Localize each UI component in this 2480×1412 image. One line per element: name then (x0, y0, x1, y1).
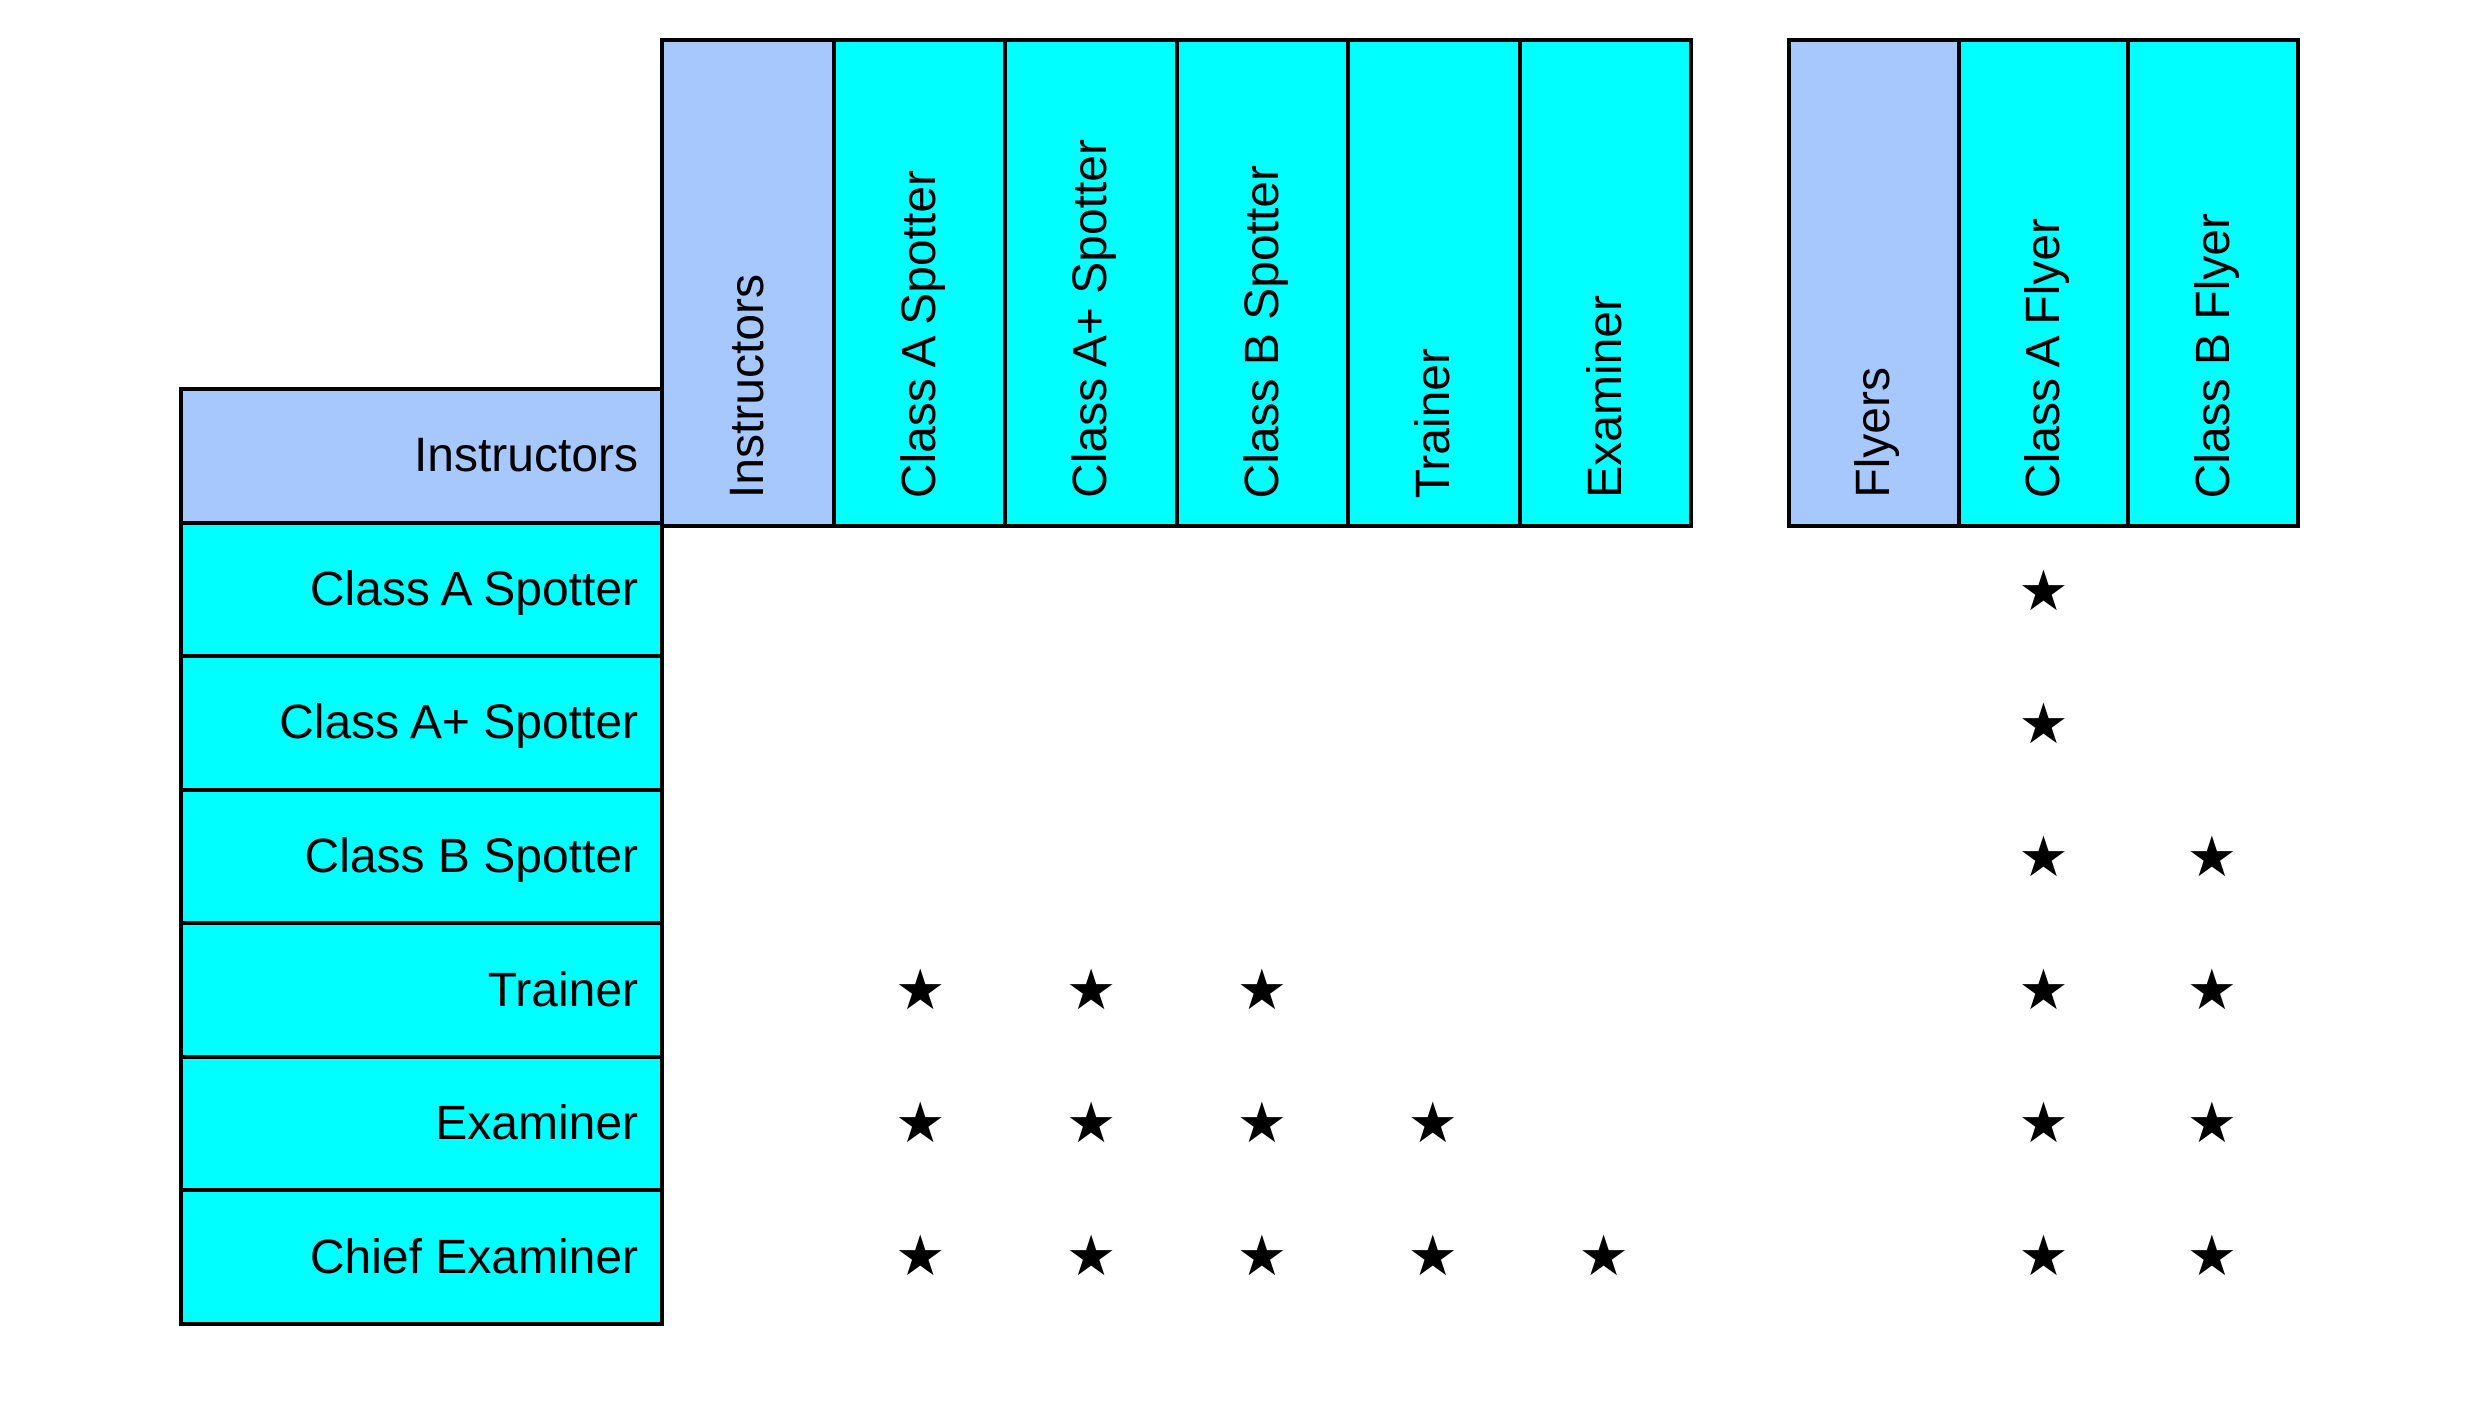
star-mark: ★ (1407, 1223, 1458, 1287)
star-mark: ★ (2186, 1090, 2237, 1154)
star-mark: ★ (2018, 558, 2069, 622)
star-mark: ★ (2186, 957, 2237, 1021)
star-mark: ★ (1065, 957, 1117, 1021)
star-mark: ★ (1065, 1090, 1117, 1154)
row-label-trainer: Trainer (183, 921, 660, 1055)
row-label-class-b-spotter: Class B Spotter (183, 787, 660, 922)
star-mark: ★ (895, 957, 946, 1021)
row-label-chief-examiner: Chief Examiner (183, 1188, 660, 1323)
flyers-column-header-table: Flyers Class A Flyer Class B Flyer (1787, 38, 2300, 528)
instructors-column-header-table: Instructors Class A Spotter Class A+ Spo… (660, 38, 1693, 528)
column-class-b-spotter: Class B Spotter (1174, 42, 1346, 524)
column-class-a-spotter: Class A Spotter (831, 42, 1003, 524)
star-mark: ★ (895, 1090, 946, 1154)
row-label-class-a-spotter: Class A Spotter (183, 520, 660, 655)
row-header-table: Instructors Class A Spotter Class A+ Spo… (179, 387, 664, 1326)
row-label-class-a-plus-spotter: Class A+ Spotter (183, 654, 660, 788)
star-mark: ★ (895, 1223, 946, 1287)
column-trainer: Trainer (1346, 42, 1518, 524)
column-examiner: Examiner (1517, 42, 1689, 524)
star-mark: ★ (2186, 1223, 2237, 1287)
star-mark: ★ (2018, 957, 2069, 1021)
star-mark: ★ (2018, 824, 2069, 888)
column-class-a-flyer: Class A Flyer (1956, 42, 2127, 524)
star-mark: ★ (1065, 1223, 1117, 1287)
column-class-b-flyer: Class B Flyer (2126, 42, 2297, 524)
star-mark: ★ (2018, 1090, 2069, 1154)
instructors-group-header-cell: Instructors (664, 42, 832, 524)
flyers-group-header-cell: Flyers (1791, 42, 1957, 524)
column-class-a-plus-spotter: Class A+ Spotter (1003, 42, 1175, 524)
star-mark: ★ (1578, 1223, 1629, 1287)
star-mark: ★ (2018, 691, 2069, 755)
star-mark: ★ (1407, 1090, 1458, 1154)
star-mark: ★ (1236, 1090, 1287, 1154)
star-mark: ★ (2186, 824, 2237, 888)
star-mark: ★ (1236, 957, 1287, 1021)
row-label-examiner: Examiner (183, 1054, 660, 1189)
star-mark: ★ (2018, 1223, 2069, 1287)
star-mark: ★ (1236, 1223, 1287, 1287)
row-table-corner-header: Instructors (183, 391, 660, 521)
